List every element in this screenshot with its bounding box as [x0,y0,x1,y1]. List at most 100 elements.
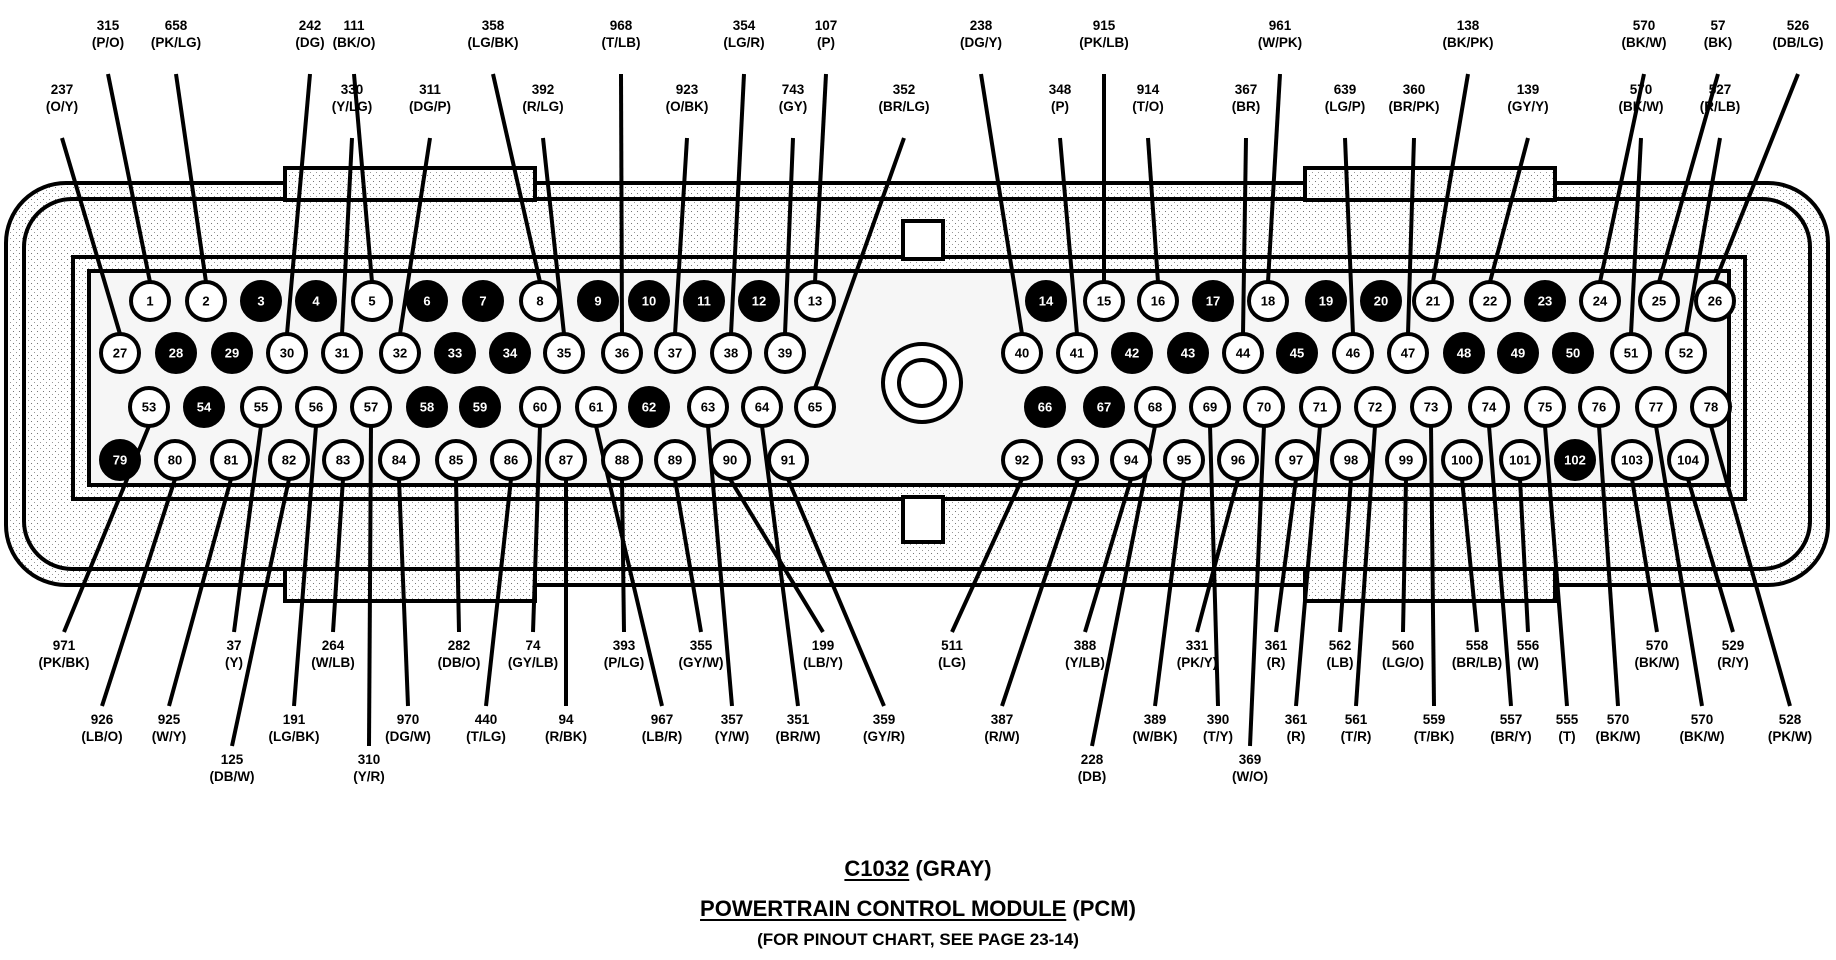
pin-circle [601,332,643,374]
wire-lead-pin-25 [1657,73,1720,283]
pin-circle [1192,280,1234,322]
wire-color-code: (Y/LG) [332,99,373,114]
circuit-number: 570 [1691,712,1714,727]
circuit-number: 357 [721,712,744,727]
circuit-number: 562 [1329,638,1352,653]
wire-color-code: (Y/LB) [1065,655,1105,670]
circuit-number: 360 [1403,82,1426,97]
wire-color-code: (DB/W) [210,769,255,784]
wire-lead-pin-5 [352,73,374,283]
pin-number: 57 [364,400,378,415]
pin-number: 38 [724,346,738,361]
pin-number: 6 [423,294,430,309]
pin-number: 82 [282,453,296,468]
pin-number: 11 [697,294,711,309]
wire-color-code: (PK/LG) [151,35,201,50]
pin-circle [266,332,308,374]
pin-cavity-unused: 50 [1552,332,1594,374]
wire-lead-pin-90 [728,477,825,634]
pin-circle [1497,332,1539,374]
pin-circle [1167,332,1209,374]
circuit-number: 237 [51,82,74,97]
circuit-number: 107 [815,18,838,33]
pin-cavity: 86 [490,439,532,481]
pin-number: 27 [113,346,127,361]
wire-color-code: (LG/R) [723,35,764,50]
pin-number: 36 [615,346,629,361]
pin-number: 68 [1148,400,1162,415]
wire-lead-pin-27 [60,137,122,335]
wire-color-code: (R/W) [984,729,1019,744]
circuit-number: 387 [991,712,1014,727]
wire-lead-pin-96 [1195,478,1240,633]
pin-circle [295,280,337,322]
pin-number: 87 [559,453,573,468]
pin-cavity: 52 [1665,332,1707,374]
wire-lead-pin-80 [100,478,177,707]
pin-cavity: 63 [687,386,729,428]
circuit-number: 330 [341,82,364,97]
pin-number: 62 [642,400,656,415]
wire-color-code: (BK/W) [1622,35,1667,50]
pin-circle [1554,439,1596,481]
circuit-number: 367 [1235,82,1258,97]
pin-circle [1243,386,1285,428]
wire-color-code: (DG/P) [409,99,451,114]
pin-circle [1387,332,1429,374]
pin-cavity: 22 [1469,280,1511,322]
pin-number: 10 [642,294,656,309]
wire-lead-pin-52 [1684,137,1722,335]
pin-cavity: 25 [1638,280,1680,322]
circuit-number: 57 [1710,18,1725,33]
pin-cavity: 44 [1222,332,1264,374]
pin-cavity-unused: 6 [406,280,448,322]
wire-leads [60,73,1800,747]
wire-lead-pin-32 [398,137,432,335]
pin-circle [767,439,809,481]
pin-circle [1024,386,1066,428]
wire-lead-pin-16 [1146,137,1160,283]
pin-cavity: 31 [321,332,363,374]
pin-number: 64 [755,400,770,415]
pin-cavity: 75 [1524,386,1566,428]
pin-number: 37 [668,346,682,361]
circuit-number: 282 [448,638,471,653]
pin-number: 42 [1125,346,1139,361]
pin-circle [1134,386,1176,428]
wire-lead-pin-99 [1401,478,1408,633]
wire-color-code: (BR/W) [776,729,821,744]
pin-cavity-unused: 49 [1497,332,1539,374]
pin-cavity: 36 [601,332,643,374]
circuit-number: 570 [1630,82,1653,97]
pin-number: 30 [280,346,294,361]
pin-cavity: 56 [295,386,337,428]
pin-circle [543,332,585,374]
pin-cavity-unused: 43 [1167,332,1209,374]
pin-number: 73 [1424,400,1438,415]
wire-color-code: (O/BK) [666,99,709,114]
pin-circle [1610,332,1652,374]
pin-circle [406,386,448,428]
pin-number: 26 [1708,294,1722,309]
wire-lead-pin-88 [620,478,626,633]
pin-number: 53 [142,400,156,415]
pin-number: 66 [1038,400,1052,415]
pin-number: 72 [1368,400,1382,415]
pin-circle [738,280,780,322]
wire-color-code: (T/R) [1341,729,1372,744]
circuit-number: 639 [1334,82,1357,97]
pin-cavity: 46 [1332,332,1374,374]
wire-color-code: (LG/BK) [269,729,320,744]
wire-lead-pin-40 [979,73,1024,335]
pin-circle [1001,439,1043,481]
pin-cavity-unused: 12 [738,280,780,322]
pin-number: 1 [146,294,153,309]
pin-cavity-unused: 23 [1524,280,1566,322]
pin-circle [1665,332,1707,374]
circuit-number: 926 [91,712,114,727]
wire-color-code: (W/BK) [1133,729,1178,744]
pin-cavity-unused: 7 [462,280,504,322]
pin-number: 94 [1124,453,1139,468]
pin-cavity-unused: 48 [1443,332,1485,374]
